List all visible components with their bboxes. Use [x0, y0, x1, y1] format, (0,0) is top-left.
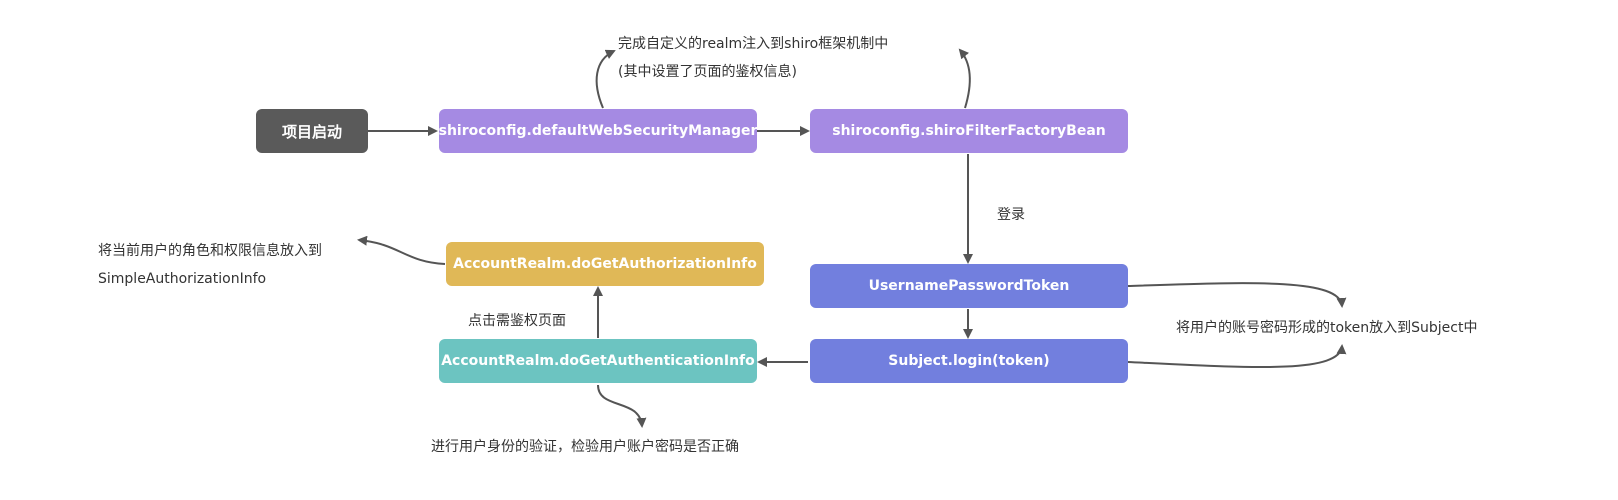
arrow-security-manager-to-note [595, 49, 616, 109]
click-page-label: 点击需鉴权页面 [468, 313, 566, 329]
realm-note-line1: 完成自定义的realm注入到shiro框架机制中 [618, 36, 889, 52]
token-node: UsernamePasswordToken [810, 264, 1128, 308]
filter-factory-node: shiroconfig.shiroFilterFactoryBean [810, 109, 1128, 153]
login-step-label: 登录 [997, 207, 1025, 223]
authorization-node: AccountRealm.doGetAuthorizationInfo [446, 242, 764, 286]
arrow-filter-up [958, 48, 971, 109]
start-node: 项目启动 [256, 109, 368, 153]
arrow-authorization-to-note [357, 235, 446, 265]
authorization-note-line1: 将当前用户的角色和权限信息放入到 [98, 243, 322, 259]
authorization-note-line2: SimpleAuthorizationInfo [98, 271, 267, 287]
realm-note-line2: (其中设置了页面的鉴权信息) [618, 64, 797, 80]
arrow-token-to-note [1127, 282, 1347, 308]
login-node: Subject.login(token) [810, 339, 1128, 383]
arrow-login-to-note [1127, 344, 1347, 369]
authentication-node: AccountRealm.doGetAuthenticationInfo [439, 339, 757, 383]
security-manager-node: shiroconfig.defaultWebSecurityManager [439, 109, 757, 153]
authentication-note: 进行用户身份的验证，检验用户账户密码是否正确 [431, 439, 739, 455]
token-to-subject-note: 将用户的账号密码形成的token放入到Subject中 [1176, 320, 1478, 336]
arrow-authentication-to-note [597, 384, 647, 428]
